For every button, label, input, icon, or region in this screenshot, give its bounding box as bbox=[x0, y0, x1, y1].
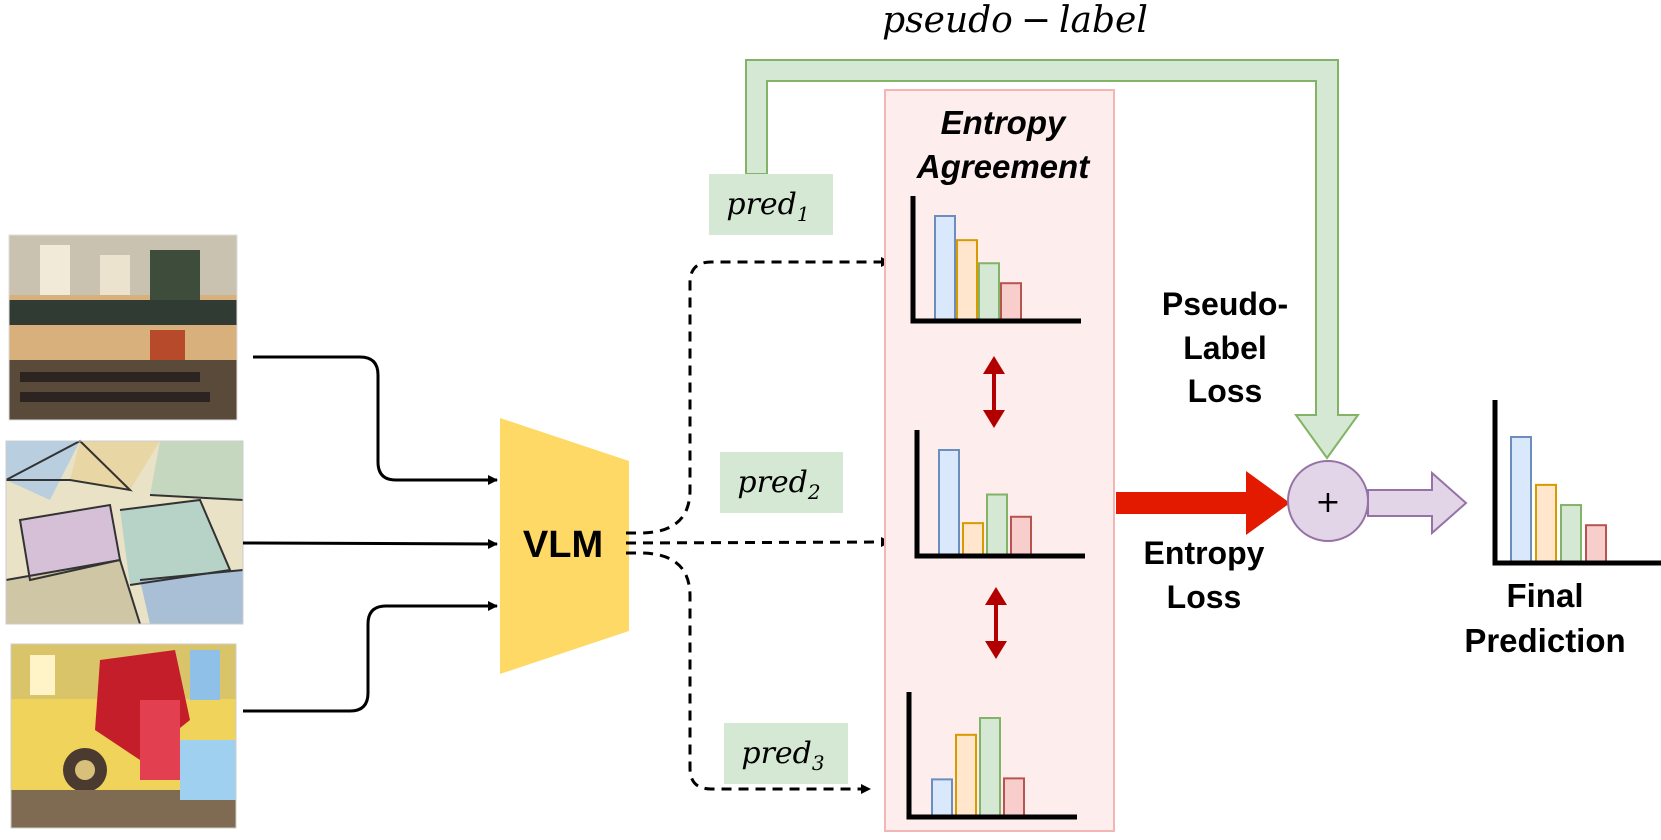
arrow-image2-to-vlm bbox=[242, 538, 498, 549]
pred3-label: pred3 bbox=[724, 723, 848, 784]
pseudo-label-loss-line2: Label bbox=[1183, 330, 1267, 366]
histogram-pred3-bar-2 bbox=[955, 733, 977, 819]
histogram-pred2 bbox=[914, 430, 1085, 559]
output-arrow bbox=[1367, 470, 1468, 536]
histogram-pred2-bar-4 bbox=[1010, 515, 1032, 558]
histogram-pred2-bar-1 bbox=[938, 449, 960, 557]
input-image-photo bbox=[8, 234, 238, 421]
arrow-image1-to-vlm bbox=[253, 355, 498, 485]
histogram-pred1-bar-1 bbox=[934, 215, 956, 322]
histogram-final-bar-3 bbox=[1560, 504, 1582, 565]
histogram-pred3-bar-4 bbox=[1003, 777, 1025, 819]
histogram-pred1-bar-4 bbox=[1000, 282, 1022, 323]
sum-symbol: + bbox=[1315, 485, 1340, 520]
histogram-pred2-axes bbox=[914, 430, 1085, 559]
histogram-pred3 bbox=[906, 692, 1077, 820]
entropy-loss-line2: Loss bbox=[1167, 579, 1242, 615]
pseudo-label-loss-line1: Pseudo- bbox=[1162, 286, 1288, 322]
svg-text:pred1: pred1 bbox=[726, 187, 809, 226]
final-prediction-line2: Prediction bbox=[1464, 622, 1625, 659]
entropy-agreement-title-line1: Entropy bbox=[941, 104, 1067, 141]
dashed-arrow-to-pred1 bbox=[626, 257, 891, 535]
histogram-pred1 bbox=[910, 196, 1081, 324]
entropy-loss-arrow bbox=[1116, 471, 1290, 535]
arrow-image3-to-vlm bbox=[243, 601, 498, 713]
histogram-pred3-bar-1 bbox=[931, 778, 953, 819]
pseudo-label-math: pseudo−label bbox=[882, 0, 1148, 41]
histogram-final-axes bbox=[1492, 400, 1661, 566]
svg-text:pred2: pred2 bbox=[737, 465, 820, 504]
histogram-pred1-bar-3 bbox=[978, 262, 1000, 322]
agreement-double-arrow-top bbox=[983, 356, 1005, 428]
pred2-label: pred2 bbox=[720, 452, 843, 513]
entropy-agreement-title-line2: Agreement bbox=[916, 148, 1091, 185]
histogram-pred3-bar-3 bbox=[979, 717, 1001, 818]
final-prediction-line1: Final bbox=[1506, 577, 1583, 614]
histogram-final-bar-2 bbox=[1535, 483, 1557, 565]
histogram-pred2-bar-3 bbox=[986, 493, 1008, 557]
histogram-final bbox=[1492, 400, 1661, 566]
vlm-label: VLM bbox=[523, 524, 603, 566]
input-image-painterly bbox=[10, 643, 237, 829]
entropy-loss-line1: Entropy bbox=[1144, 535, 1265, 571]
histogram-pred1-bar-2 bbox=[956, 239, 978, 322]
svg-text:pred3: pred3 bbox=[741, 736, 824, 775]
pseudo-label-loss-line3: Loss bbox=[1188, 373, 1263, 409]
vlm-block bbox=[500, 418, 629, 674]
dashed-arrow-to-pred3 bbox=[626, 551, 871, 794]
histogram-pred3-axes bbox=[906, 692, 1077, 820]
histogram-final-bar-4 bbox=[1585, 524, 1607, 565]
pred1-label: pred1 bbox=[709, 174, 833, 235]
input-image-stained-glass bbox=[5, 439, 244, 625]
histogram-final-bar-1 bbox=[1510, 436, 1532, 564]
histogram-pred1-axes bbox=[910, 196, 1081, 324]
dashed-arrow-to-pred2 bbox=[625, 537, 891, 548]
histogram-pred2-bar-2 bbox=[962, 522, 984, 558]
entropy-agreement-panel bbox=[884, 89, 1115, 832]
pseudo-label-arrow bbox=[745, 59, 1360, 460]
agreement-double-arrow-bottom bbox=[985, 587, 1007, 659]
